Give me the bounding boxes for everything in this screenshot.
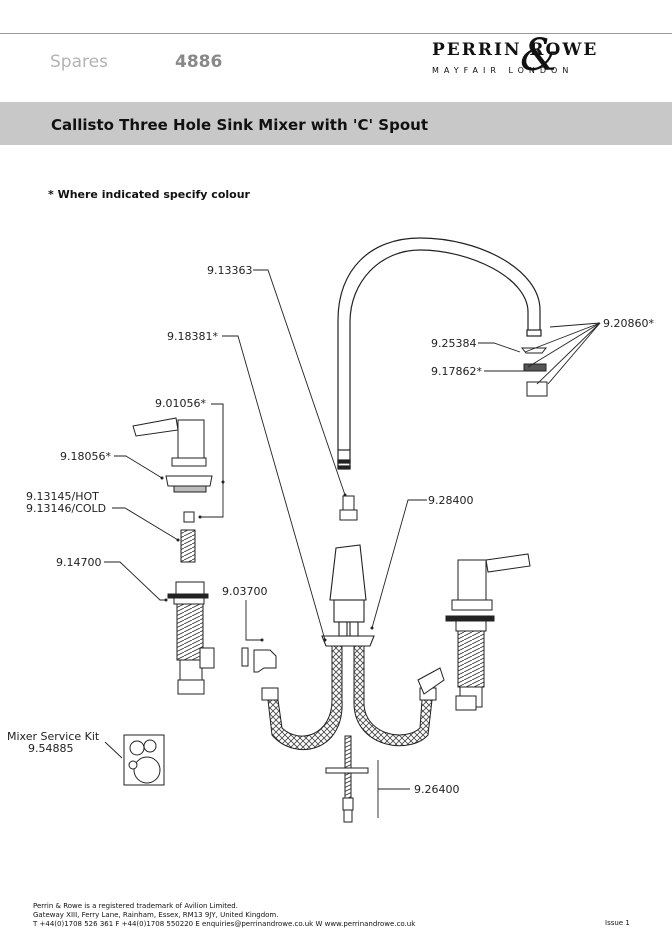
service-kit: [123, 734, 165, 786]
leader-arrowheads: [160, 476, 374, 642]
part-label-18381: 9.18381*: [167, 330, 218, 343]
part-label-25384: 9.25384: [431, 337, 477, 350]
service-kit-label: Mixer Service Kit: [7, 730, 100, 743]
header-top-rule: [0, 33, 672, 34]
section-label: Spares: [50, 52, 108, 72]
page-title: Callisto Three Hole Sink Mixer with 'C' …: [51, 116, 428, 134]
part-label-17862: 9.17862*: [431, 365, 482, 378]
part-label-14700: 9.14700: [56, 556, 102, 569]
left-valve-assembly: [132, 417, 215, 695]
hose-nuts: [261, 687, 437, 701]
centre-body: [321, 544, 375, 647]
elbow-connector: [241, 647, 277, 673]
part-label-13363: 9.13363: [207, 264, 253, 277]
colour-note: * Where indicated specify colour: [48, 188, 250, 201]
brand-name: PERRIN ROWE: [432, 40, 599, 60]
spout-adaptor: [339, 495, 358, 521]
part-label-18056: 9.18056*: [60, 450, 111, 463]
part-label-03700: 9.03700: [222, 585, 268, 598]
document-number: 4886: [175, 52, 223, 72]
brand-location: MAYFAIR LONDON: [432, 66, 574, 75]
issue-number: Issue 1: [605, 919, 630, 927]
brand-logo: PERRIN ROWE & MAYFAIR LONDON: [432, 34, 632, 90]
part-label-54885: 9.54885: [28, 742, 74, 755]
c-spout: [337, 237, 542, 470]
footer-contact: T +44(0)1708 526 361 F +44(0)1708 550220…: [33, 920, 416, 928]
ampersand-icon: &: [520, 30, 560, 81]
footer-trademark: Perrin & Rowe is a registered trademark …: [33, 902, 238, 910]
part-label-26400: 9.26400: [414, 783, 460, 796]
leader-lines: [104, 269, 601, 818]
braided-hoses: [267, 645, 433, 750]
part-label-01056: 9.01056*: [155, 397, 206, 410]
part-label-20860: 9.20860*: [603, 317, 654, 330]
page-footer: Perrin & Rowe is a registered trademark …: [33, 902, 415, 929]
fixing-stud: [325, 735, 369, 823]
part-label-28400: 9.28400: [428, 494, 474, 507]
part-label-13146-cold: 9.13146/COLD: [26, 502, 107, 515]
title-bar: Callisto Three Hole Sink Mixer with 'C' …: [0, 102, 672, 145]
footer-address: Gateway XIII, Ferry Lane, Rainham, Essex…: [33, 911, 279, 919]
part-label-13145-hot: 9.13145/HOT: [26, 490, 99, 503]
right-valve-assembly: [417, 553, 531, 711]
page-header: Spares 4886 PERRIN ROWE & MAYFAIR LONDON: [0, 34, 672, 90]
aerator-parts: [520, 347, 548, 397]
